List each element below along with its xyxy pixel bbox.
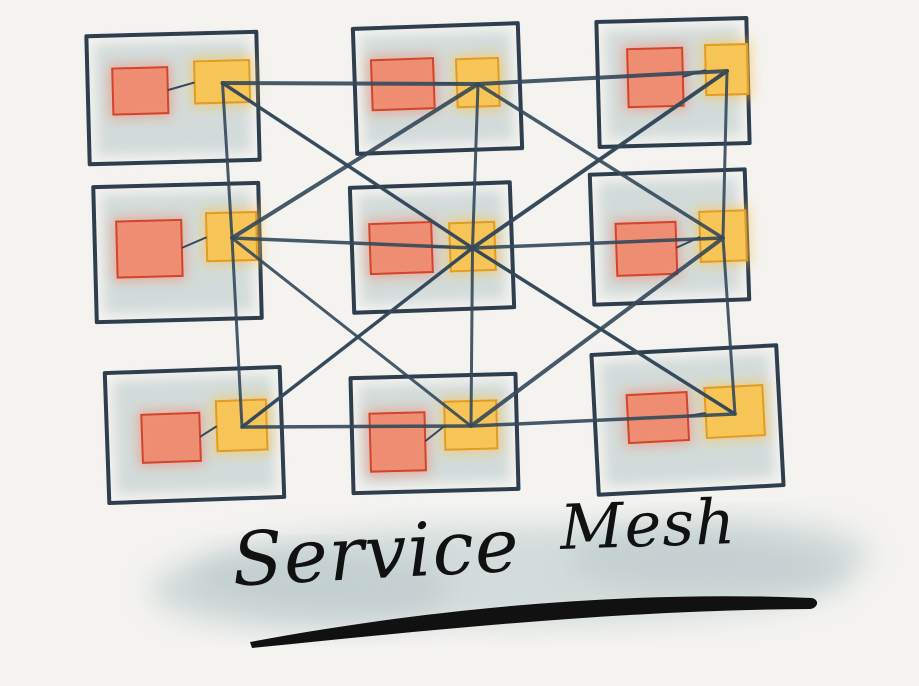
pod-r1-c3 [594,16,753,149]
service-proxy-connector [167,81,195,92]
service-box [111,66,170,116]
pod-border [102,364,287,506]
pod-border [589,343,786,497]
pod-r3-c1 [102,364,287,506]
pod-r3-c3 [589,343,786,497]
mesh-link-7-8 [240,424,473,429]
service-box [140,411,202,464]
mesh-link-2-3 [476,69,729,86]
mesh-link-9-5 [471,246,737,416]
pod-r1-c1 [84,29,262,167]
mesh-link-5-3 [471,69,729,250]
service-proxy-connector [199,425,218,438]
service-box [614,220,679,277]
mesh-link-2-5 [471,82,480,250]
caption-underline [250,596,818,648]
mesh-link-1-5 [221,81,474,250]
service-box [368,220,434,276]
mesh-link-7-5 [240,246,474,429]
mesh-link-3-6 [721,69,729,240]
mesh-link-6-8 [469,236,725,428]
mesh-link-8-9 [469,412,737,428]
mesh-link-5-6 [470,236,725,250]
pod-border [350,21,525,156]
diagram-title-service: Service [229,502,522,604]
mesh-link-4-8 [230,236,473,428]
diagram-title-mesh: Mesh [558,484,738,565]
mesh-link-1-4 [221,81,234,240]
mesh-link-6-9 [721,236,737,416]
pod-border [348,371,521,496]
pod-border [84,29,262,167]
mesh-link-4-2 [230,82,480,240]
service-box [368,411,427,473]
mesh-link-5-8 [469,246,474,428]
pod-r2-c3 [587,167,752,307]
service-proxy-connector [424,424,446,443]
caption-wash [150,517,870,630]
pod-r3-c2 [348,371,521,496]
mesh-link-4-7 [230,236,244,429]
service-box [115,218,184,279]
mesh-link-1-2 [220,81,480,86]
mesh-link-4-5 [230,236,475,250]
service-proxy-connector [181,236,208,249]
pod-r1-c2 [350,21,525,156]
pod-r2-c1 [91,180,264,325]
